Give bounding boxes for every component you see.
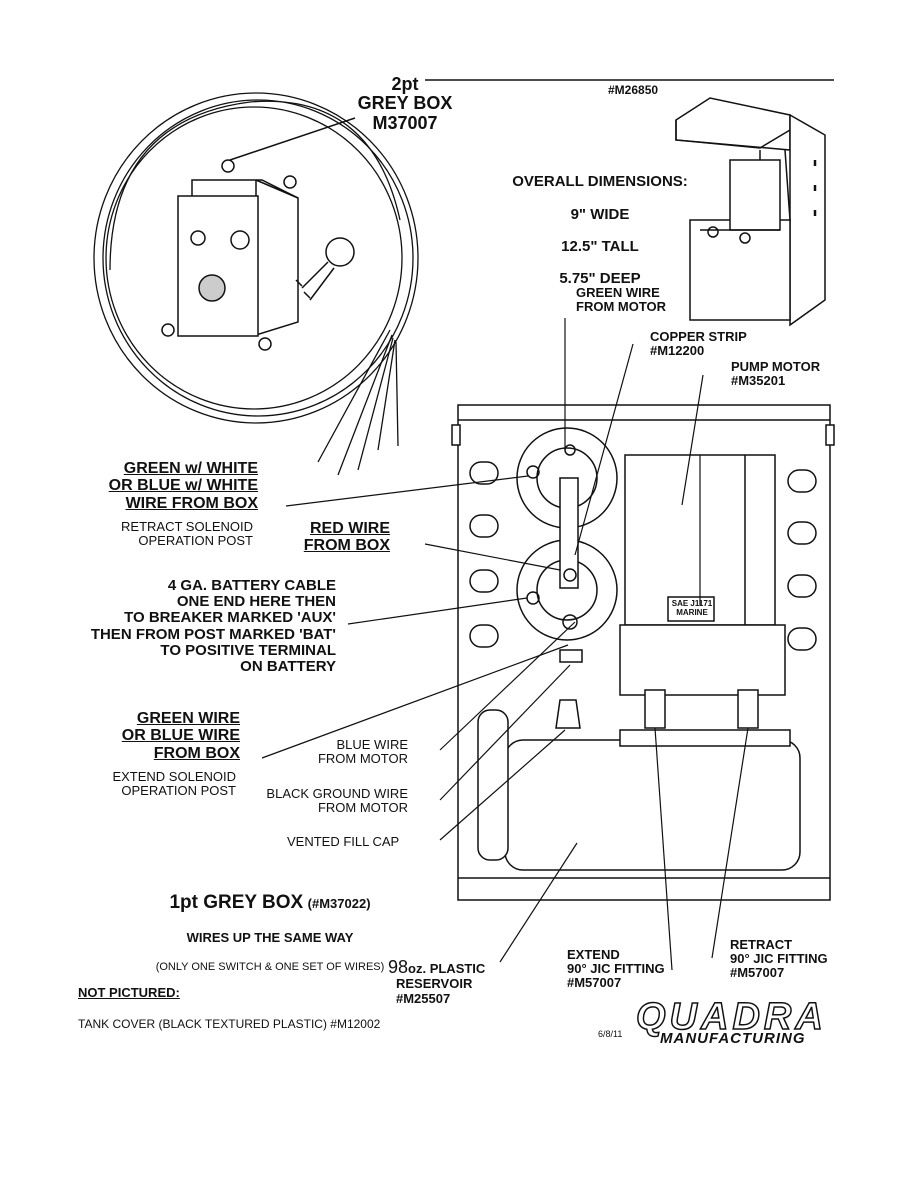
dimension-deep: 5.75" DEEP bbox=[559, 270, 641, 288]
reservoir-unit: oz. PLASTIC bbox=[408, 961, 486, 977]
not-pictured-item: TANK COVER (BLACK TEXTURED PLASTIC) #M12… bbox=[78, 1017, 381, 1031]
red-wire-label: RED WIRE FROM BOX bbox=[303, 520, 390, 555]
blue-wire-label: BLUE WIRE FROM MOTOR bbox=[317, 737, 408, 767]
dimensions-block: OVERALL DIMENSIONS: 9" WIDE 12.5" TALL 5… bbox=[510, 158, 690, 304]
motor-tag: SAE J1171 MARINE bbox=[671, 599, 713, 617]
vented-fill-cap-label: VENTED FILL CAP bbox=[287, 834, 400, 849]
one-pt-box-same: WIRES UP THE SAME WAY bbox=[186, 930, 354, 946]
copper-strip-label: COPPER STRIP #M12200 bbox=[650, 329, 747, 359]
extend-post-label: EXTEND SOLENOID OPERATION POST bbox=[112, 769, 236, 799]
wire-tails bbox=[317, 329, 399, 476]
pump-motor-label: PUMP MOTOR #M35201 bbox=[731, 359, 821, 389]
one-pt-box-note: (ONLY ONE SWITCH & ONE SET OF WIRES) bbox=[155, 961, 385, 974]
dimensions-heading: OVERALL DIMENSIONS: bbox=[512, 173, 688, 191]
green-wire-box-label: GREEN WIRE OR BLUE WIRE FROM BOX bbox=[121, 710, 240, 762]
not-pictured-heading: NOT PICTURED: bbox=[78, 985, 180, 1000]
reservoir-rest: RESERVOIR #M25507 bbox=[396, 976, 473, 1006]
battery-cable-label: 4 GA. BATTERY CABLE ONE END HERE THEN TO… bbox=[90, 577, 336, 675]
green-wire-motor-label: GREEN WIRE FROM MOTOR bbox=[576, 285, 667, 315]
retract-post-label: RETRACT SOLENOID OPERATION POST bbox=[121, 519, 253, 549]
one-pt-box-part: (#M37022) bbox=[307, 896, 371, 912]
manufacturer-logo: QUADRA bbox=[635, 995, 827, 1039]
one-pt-box-title: 1pt GREY BOX bbox=[169, 892, 304, 914]
dimension-tall: 12.5" TALL bbox=[561, 237, 639, 255]
leader-lines bbox=[261, 318, 749, 971]
pump-frame bbox=[451, 404, 835, 901]
black-ground-label: BLACK GROUND WIRE FROM MOTOR bbox=[266, 786, 408, 816]
wire-coil bbox=[93, 92, 419, 424]
kit-part-number: #M26850 bbox=[608, 83, 659, 97]
reservoir-label: 98oz. PLASTIC RESERVOIR #M25507 bbox=[388, 944, 485, 1020]
two-pt-grey-box bbox=[161, 117, 356, 351]
green-white-wire-label: GREEN w/ WHITE OR BLUE w/ WHITE WIRE FRO… bbox=[108, 460, 258, 512]
retract-fitting-label: RETRACT 90° JIC FITTING #M57007 bbox=[730, 937, 828, 981]
extend-fitting-label: EXTEND 90° JIC FITTING #M57007 bbox=[567, 947, 665, 991]
manufacturer-sub: MANUFACTURING bbox=[660, 1030, 806, 1047]
one-pt-box-block: 1pt GREY BOX (#M37022) WIRES UP THE SAME… bbox=[110, 876, 430, 991]
reservoir-size: 98 bbox=[388, 957, 409, 978]
two-pt-box-title: 2pt GREY BOX M37007 bbox=[357, 74, 453, 133]
keys-icon bbox=[295, 237, 355, 301]
dimension-wide: 9" WIDE bbox=[570, 205, 630, 223]
revision-date: 6/8/11 bbox=[598, 1029, 623, 1039]
unit-thumbnail bbox=[675, 97, 826, 327]
